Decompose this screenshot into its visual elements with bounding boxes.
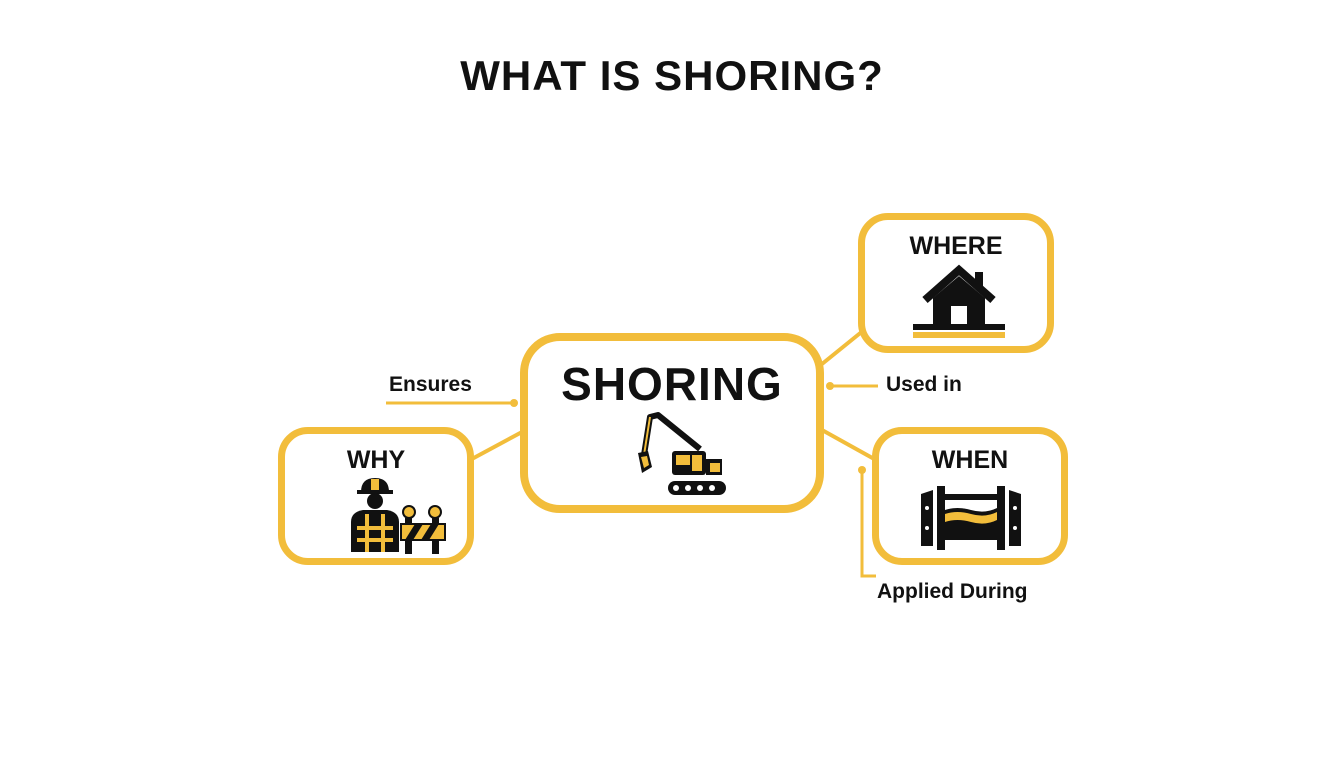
relation-used-in: Used in	[886, 373, 962, 396]
node-where-label: WHERE	[909, 232, 1003, 260]
node-shoring-label: SHORING	[561, 358, 783, 410]
diagram-title: WHAT IS SHORING?	[460, 52, 884, 99]
connector-applied-dot	[858, 466, 866, 474]
connector-when	[821, 428, 877, 462]
node-shoring: SHORING	[520, 333, 824, 513]
excavation-trench-icon	[915, 480, 1027, 552]
node-when-label: WHEN	[931, 446, 1009, 474]
relation-applied-during: Applied During	[877, 580, 1028, 603]
worker-barrier-icon	[343, 472, 447, 558]
connector-ensures-dot	[510, 399, 518, 407]
connector-where	[820, 328, 866, 366]
relation-ensures: Ensures	[389, 373, 472, 396]
connector-usedin-dot	[826, 382, 834, 390]
house-icon	[907, 264, 1011, 344]
node-where: WHERE	[858, 213, 1054, 353]
excavator-icon	[632, 407, 732, 499]
node-when: WHEN	[872, 427, 1068, 565]
connector-why	[469, 430, 523, 462]
node-why-label: WHY	[346, 446, 406, 474]
connector-applied-bracket	[860, 472, 876, 578]
node-why: WHY	[278, 427, 474, 565]
